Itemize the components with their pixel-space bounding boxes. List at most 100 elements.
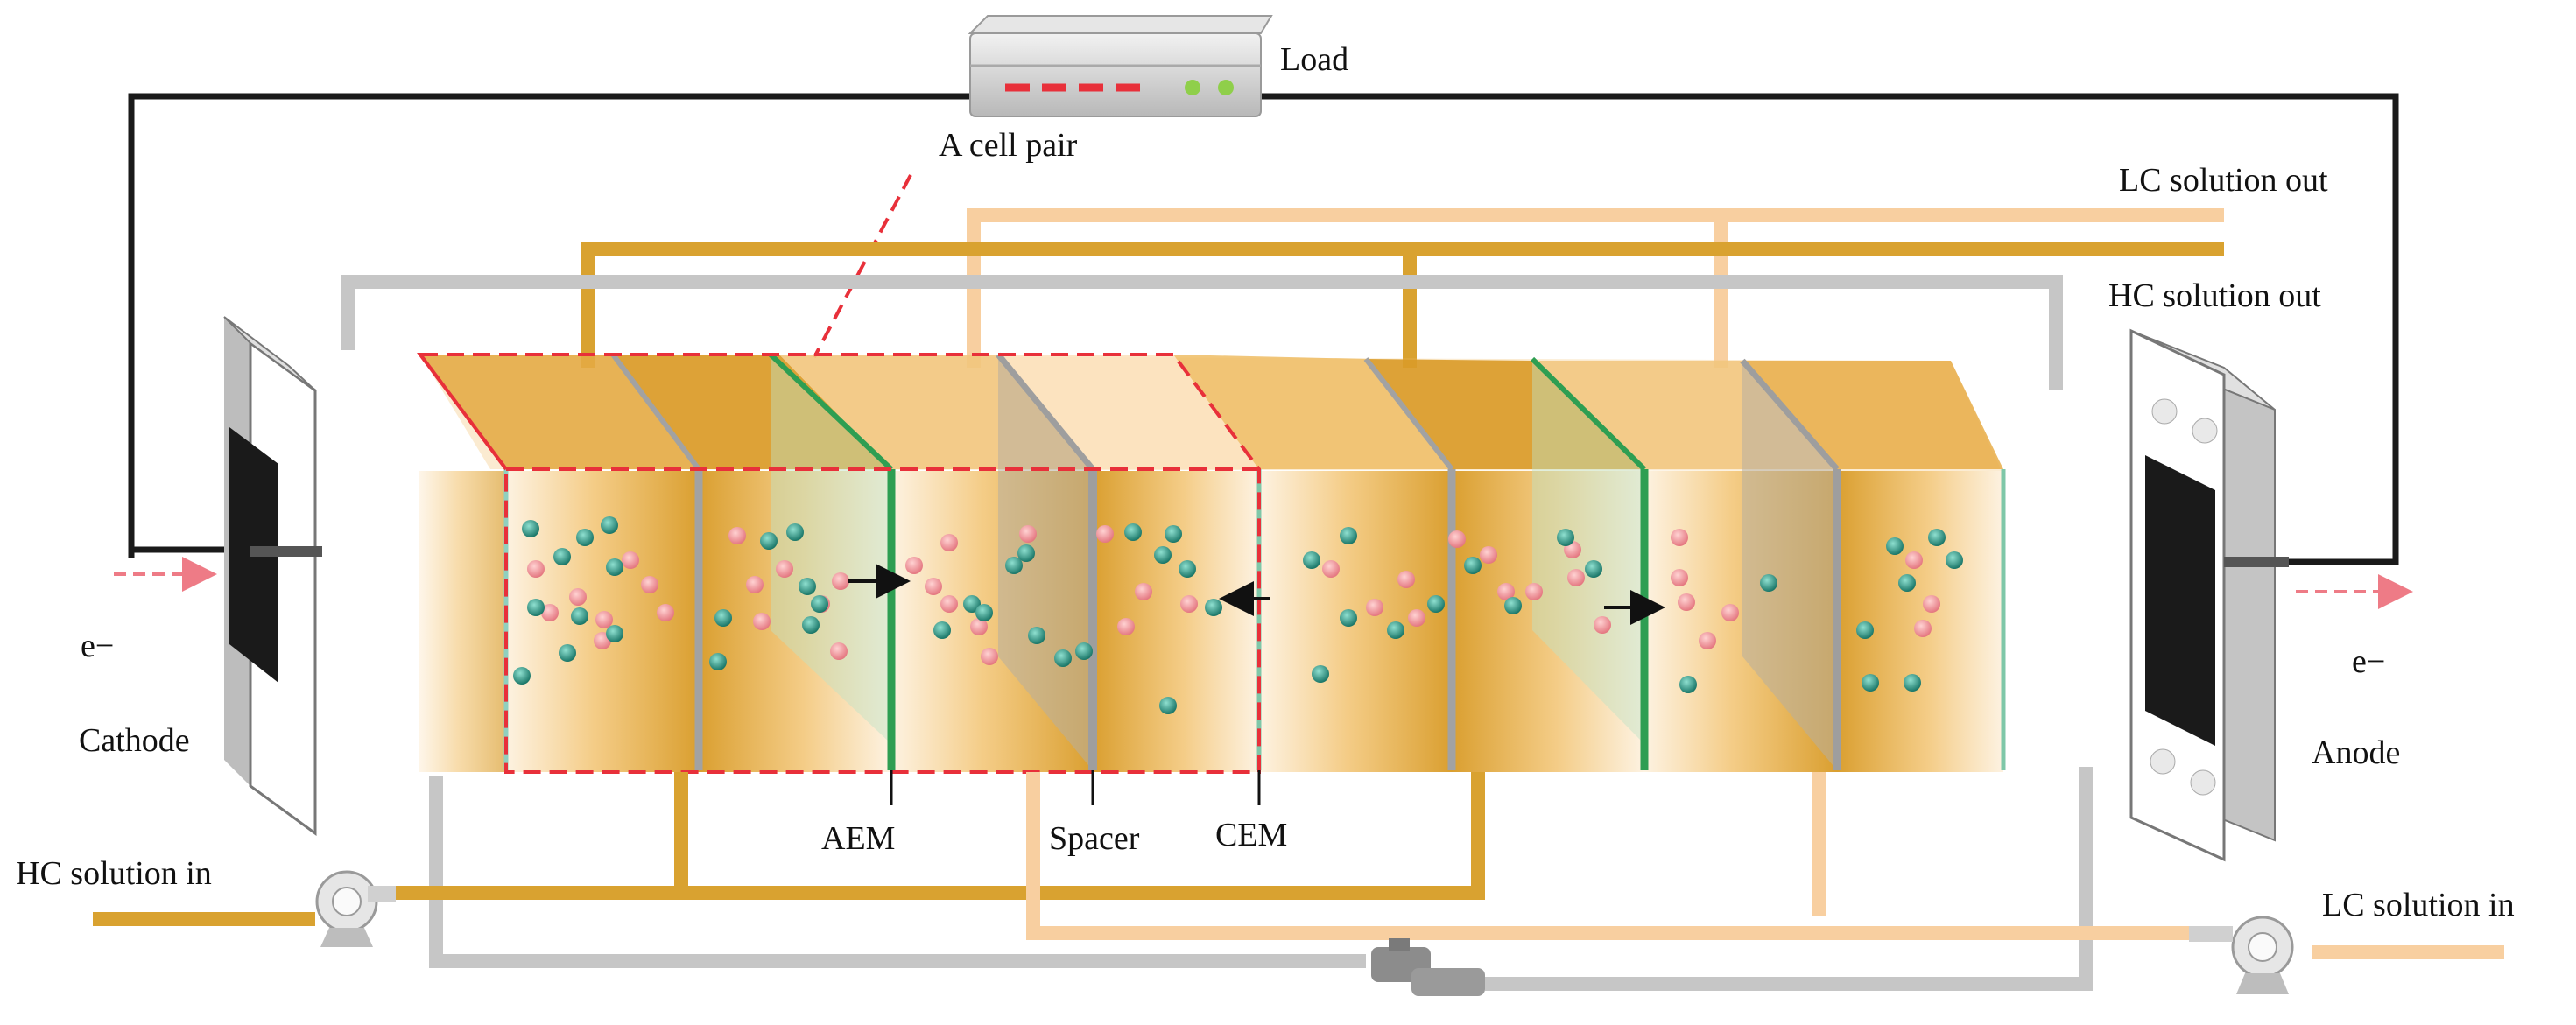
anion-icon [606,558,623,576]
membrane-aem [768,352,896,770]
cation-icon [1923,595,1940,613]
cation-icon [1678,593,1695,611]
cation-icon [622,551,639,569]
anion-icon [1946,551,1963,569]
anion-icon [963,595,981,613]
electron-left-label: e− [81,628,114,664]
cation-icon [1721,604,1739,621]
load-label: Load [1280,41,1348,78]
pump-icon-2 [2189,916,2294,994]
return-pipe-top [341,275,2063,390]
anion-icon [1504,597,1522,614]
cation-icon [1322,560,1340,578]
cem-label: CEM [1215,817,1287,853]
membrane-spacer-2 [1740,358,1841,770]
anion-icon [1862,674,1879,692]
electron-right-label: e− [2352,643,2385,680]
anion-icon [1005,557,1023,574]
cation-icon [905,557,923,574]
cation-icon [1671,569,1688,586]
anion-icon [1075,642,1093,660]
anion-icon [1760,574,1777,592]
anion-icon [1124,523,1142,541]
anion-icon [576,529,594,546]
hc-out-pipe [581,242,2224,368]
cation-icon [1914,620,1932,637]
anion-icon [1028,627,1045,644]
cation-icon [1135,583,1152,600]
cation-icon [1525,583,1543,600]
hc-out-label: HC solution out [2108,277,2321,314]
anode-electrode-plate-icon [2129,328,2289,862]
aem-label: AEM [821,820,895,857]
cation-icon [1019,525,1037,543]
membrane-spacer [996,352,1097,770]
anion-icon [1427,595,1445,613]
lc-out-pipe [967,208,2224,368]
cation-icon [925,578,942,595]
anion-icon [811,595,828,613]
anion-icon [1464,557,1482,574]
load-box-icon [968,15,1273,117]
anion-icon [527,599,545,616]
lc-in-label: LC solution in [2322,887,2515,923]
cation-icon [1671,529,1688,546]
anion-icon [606,625,623,642]
cation-icon [981,648,998,665]
cation-icon [728,527,746,544]
cation-icon [776,560,793,578]
anion-icon [1179,560,1196,578]
anion-icon [553,548,571,565]
anion-icon [760,532,778,550]
anion-icon [571,607,588,625]
anion-icon [1054,649,1072,667]
anion-icon [1886,537,1904,555]
cathode-electrode-plate-icon [223,316,322,836]
anion-icon [1159,697,1177,714]
cation-icon [1180,595,1198,613]
anode-label: Anode [2312,734,2400,771]
anion-icon [1928,529,1946,546]
cation-icon [1480,546,1497,564]
pump-icon [315,870,396,947]
hc-in-pipe [93,772,1485,926]
anion-icon [714,609,732,627]
anion-icon [559,644,576,662]
anion-icon [1557,529,1574,546]
lc-in-pipe [1026,772,2504,959]
cation-icon [1448,530,1466,548]
cation-icon [1905,551,1923,569]
cation-icon [1594,616,1611,634]
cation-icon [541,604,559,621]
cell-pair-pointer [813,174,912,358]
anion-icon [1856,621,1874,639]
cation-icon [1096,525,1114,543]
cation-icon [1366,599,1383,616]
cation-icon [569,588,587,606]
anion-icon [1898,574,1916,592]
cation-icon [1117,618,1135,635]
anion-icon [1205,599,1222,616]
anion-icon [513,667,531,685]
cell-pair-label: A cell pair [939,127,1078,164]
cation-icon [830,642,848,660]
anion-icon [1340,527,1357,544]
anion-icon [799,578,816,595]
cation-icon [527,560,545,578]
lc-out-label: LC solution out [2119,162,2328,199]
cation-icon [1397,571,1415,588]
cathode-label: Cathode [79,722,190,759]
membrane-aem-2 [1530,356,1649,770]
anion-icon [933,621,951,639]
anion-icon [601,516,618,534]
cation-icon [746,576,764,593]
cation-icon [657,604,674,621]
anion-icon [1165,525,1182,543]
anion-icon [1387,621,1404,639]
ions [513,516,1963,714]
cation-icon [641,576,658,593]
cation-icon [1699,632,1716,649]
valve-icon [1371,938,1485,996]
return-pipe-bottom [429,767,2093,991]
